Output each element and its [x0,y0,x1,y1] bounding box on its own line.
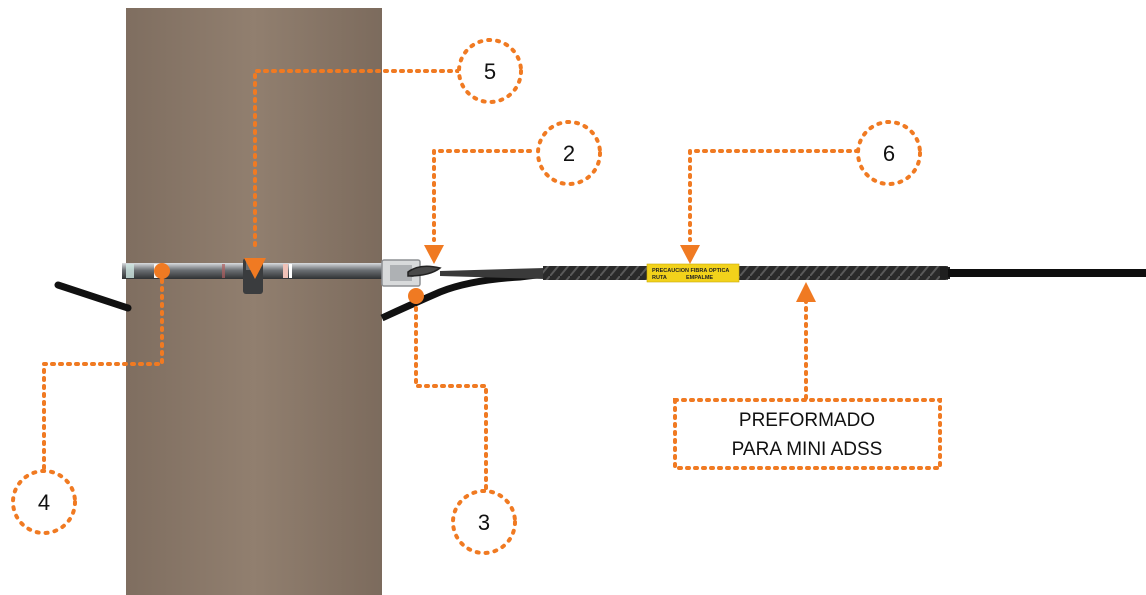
preformado-line-1: PREFORMADO [739,410,875,431]
clamp-bracket-inner [390,265,412,281]
arrow-preformado [796,282,816,302]
callout-6-circle [856,120,922,186]
leader-5 [253,69,461,252]
preformed-grip [543,266,948,280]
preformed-grip-end [940,267,950,279]
thimble-loop [407,265,442,277]
leader-3 [414,298,488,492]
preformado-line-2: PARA MINI ADSS [732,439,883,460]
callout-3-label: 3 [478,510,490,535]
arrow-2 [424,245,444,264]
cable-warning-tag [646,263,740,283]
callout-5-circle [457,38,523,104]
preformed-taper [440,268,545,279]
cable-left-slack [54,281,132,312]
band-reflection-4 [289,264,292,278]
tag-line-2b: EMPALME [686,275,713,281]
arrow-5 [244,258,266,279]
tag-line-1: PRECAUCION FIBRA OPTICA [652,268,729,274]
leader-6 [688,149,860,242]
callout-4-label: 4 [38,490,50,515]
tag-line-2a: RUTA [652,275,667,281]
callout-4-circle [11,469,77,535]
callout-6-label: 6 [883,141,895,166]
band-reflection-1 [126,264,134,278]
band-reflection-5 [222,264,225,278]
leader-2 [432,149,532,242]
callout-2-circle [536,120,602,186]
callout-5-label: 5 [484,59,496,84]
dot-4 [154,263,170,279]
pole [126,8,382,595]
cable-right [948,269,1146,277]
cable-lower-slack [380,270,546,322]
preformado-box-border [673,398,942,470]
arrow-6 [680,245,700,264]
callout-3-circle [451,489,517,555]
leader-4 [42,270,164,472]
callout-2-label: 2 [563,141,575,166]
band-reflection-3 [283,264,288,278]
dot-3 [408,288,424,304]
